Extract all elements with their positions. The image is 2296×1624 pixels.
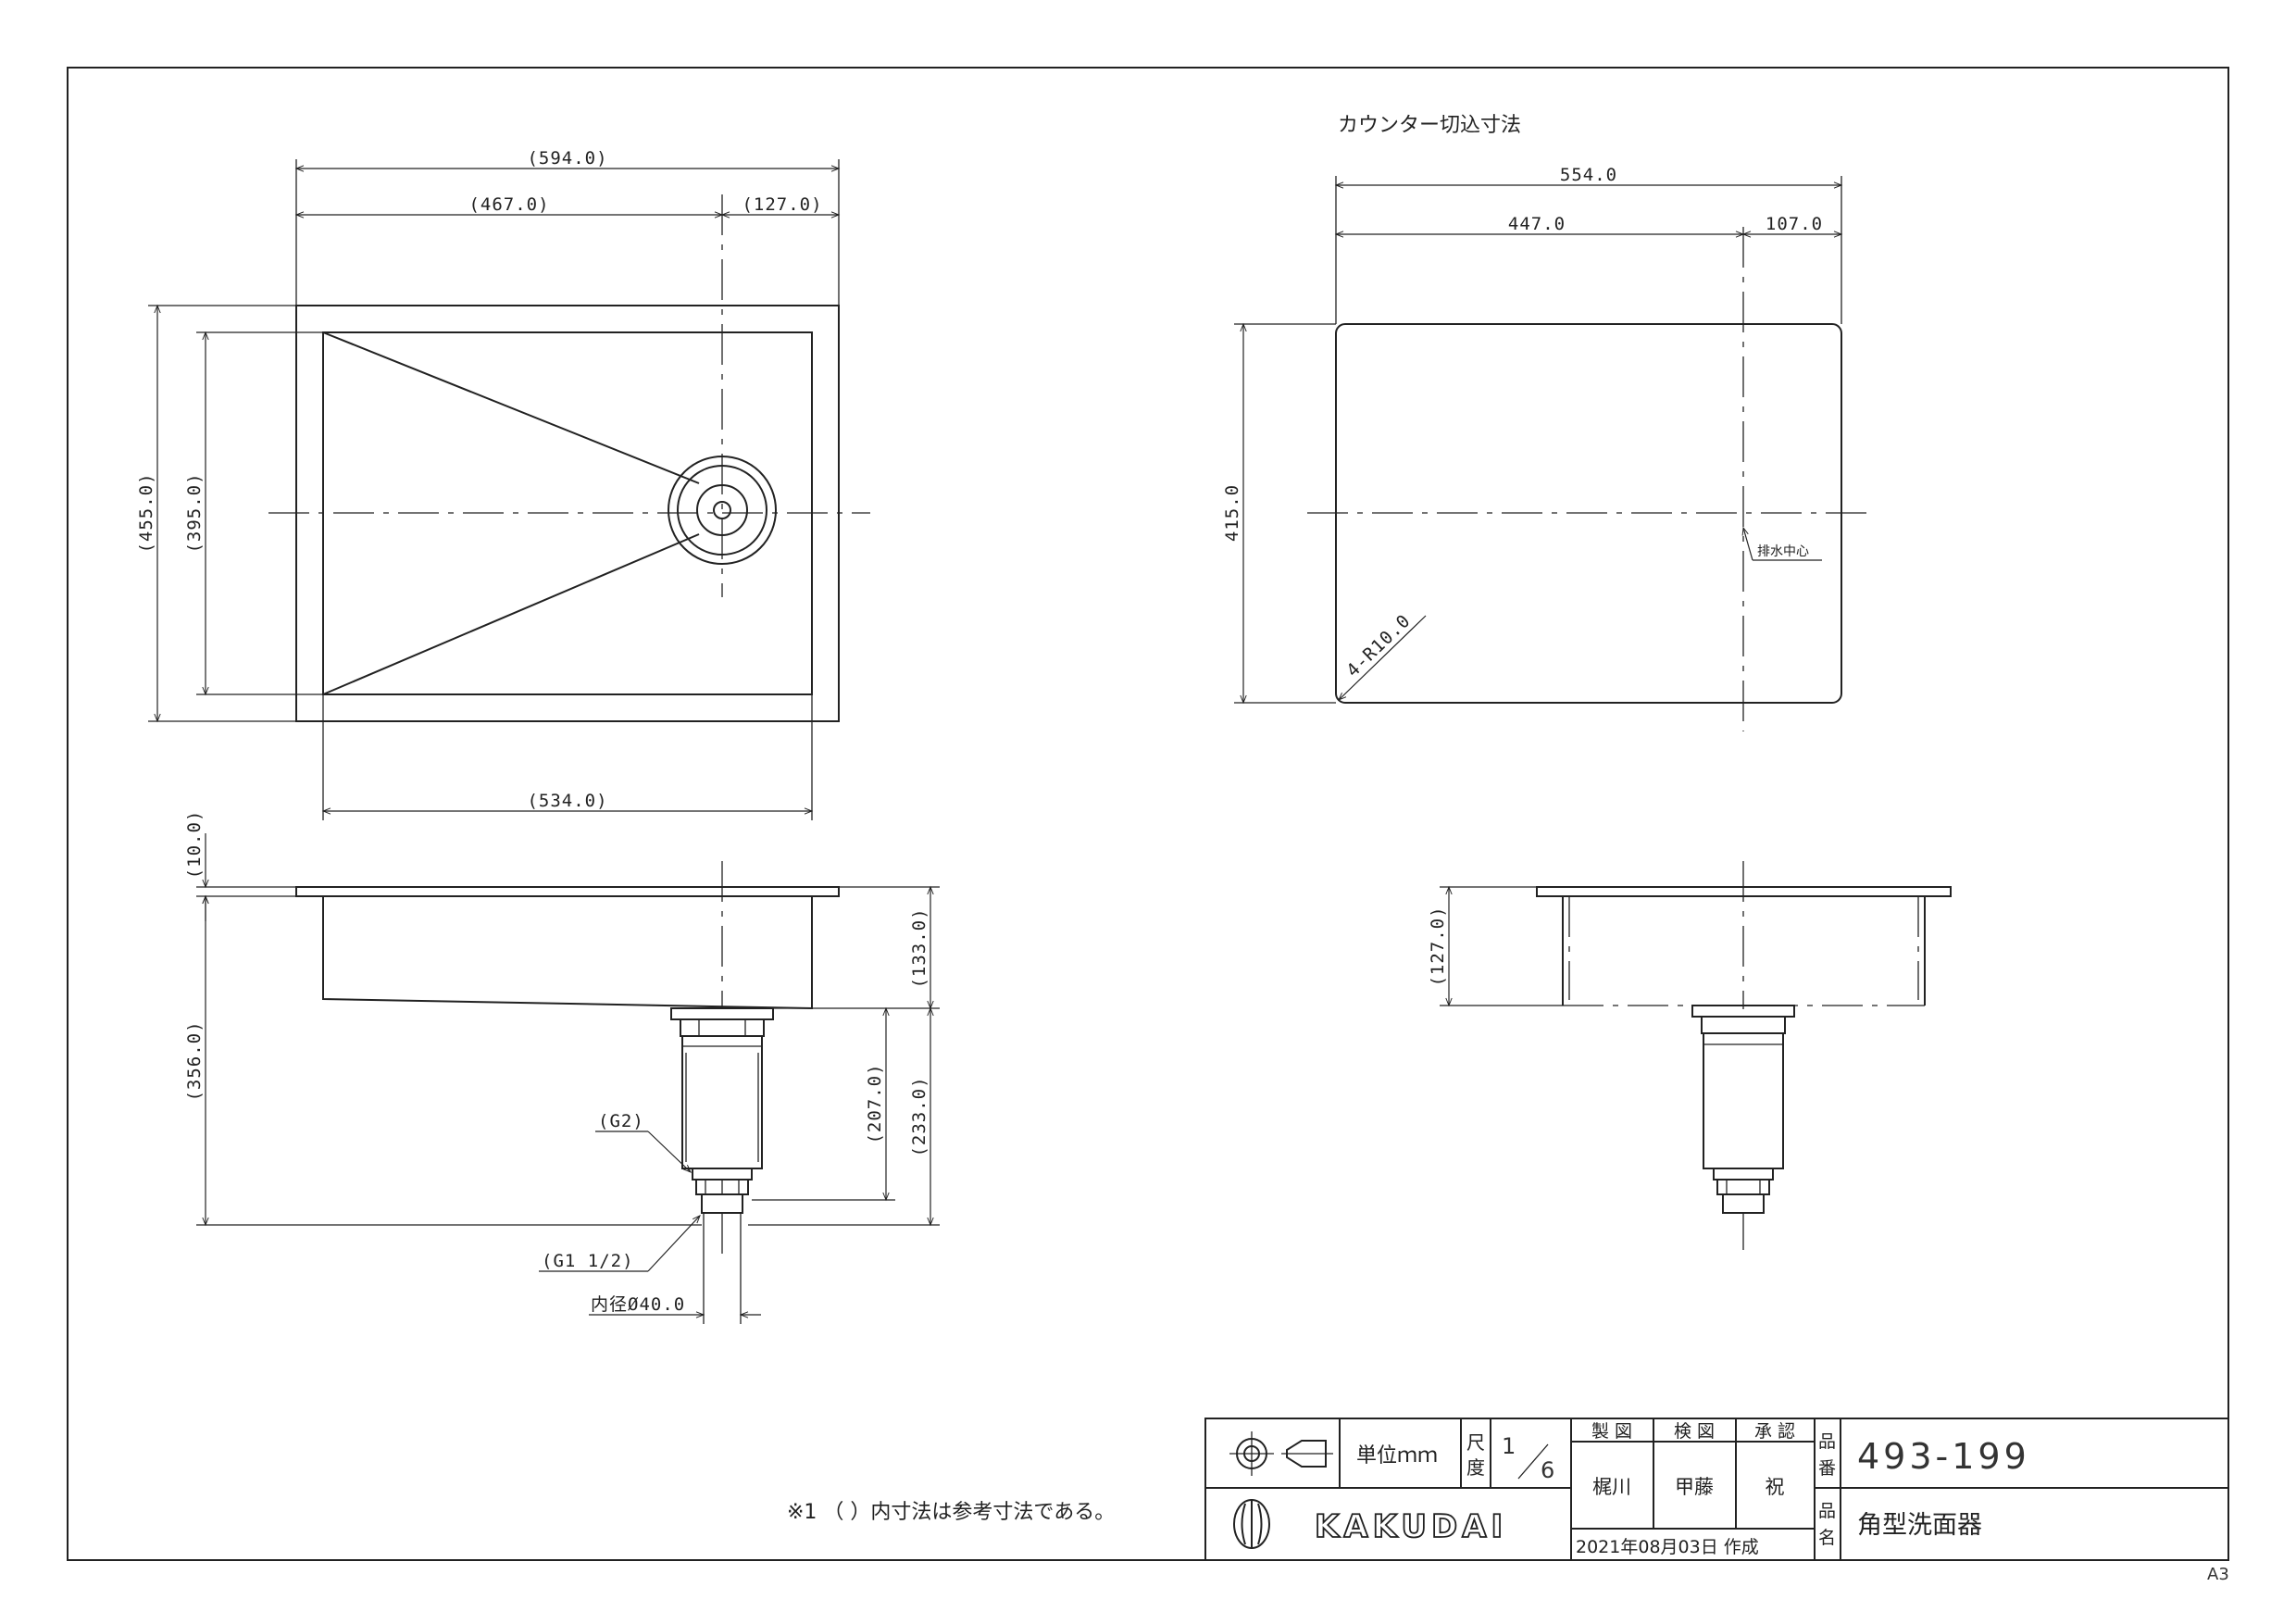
brand-name: KAKUDAI bbox=[1315, 1508, 1507, 1545]
scale-numerator: 1 bbox=[1502, 1433, 1516, 1459]
kakudai-logo-icon bbox=[1233, 1499, 1270, 1549]
dim-233: (233.0) bbox=[909, 1076, 930, 1156]
dim-467: (467.0) bbox=[468, 194, 549, 215]
dim-10: (10.0) bbox=[184, 810, 205, 880]
part-name-label-1: 品 bbox=[1818, 1501, 1836, 1521]
dim-395: (395.0) bbox=[184, 472, 205, 553]
scale-label-2: 度 bbox=[1466, 1456, 1485, 1479]
dim-corner-radius: 4-R10.0 bbox=[1342, 610, 1415, 681]
part-no-label-1: 品 bbox=[1818, 1431, 1836, 1452]
part-no-label-2: 番 bbox=[1818, 1458, 1836, 1479]
dim-415: 415.0 bbox=[1222, 484, 1242, 542]
dim-554: 554.0 bbox=[1560, 165, 1617, 185]
dim-447: 447.0 bbox=[1508, 214, 1566, 234]
creation-date: 2021年08月03日 作成 bbox=[1576, 1537, 1759, 1557]
drain-center-label: 排水中心 bbox=[1757, 544, 1809, 559]
sheet-size: A3 bbox=[2207, 1565, 2229, 1584]
part-name-label-2: 名 bbox=[1818, 1528, 1836, 1548]
approved-header: 承 認 bbox=[1754, 1421, 1795, 1442]
scale-label-1: 尺 bbox=[1466, 1431, 1485, 1454]
cutout-view: カウンター切込寸法 554.0 447.0 107.0 415.0 4-R10.… bbox=[1222, 114, 1870, 731]
third-angle-projection-icon bbox=[1229, 1431, 1333, 1476]
dim-356: (356.0) bbox=[184, 1020, 205, 1101]
dim-107: 107.0 bbox=[1766, 214, 1823, 234]
top-view: (594.0) (467.0) (127.0) (455.0) (395.0) … bbox=[136, 148, 870, 820]
reference-note: ※1 （ ）内寸法は参考寸法である。 bbox=[787, 1501, 1115, 1524]
dim-207: (207.0) bbox=[865, 1063, 885, 1143]
cutout-title: カウンター切込寸法 bbox=[1338, 114, 1521, 137]
side-flange bbox=[295, 886, 840, 897]
sheet-border bbox=[67, 67, 2229, 1561]
dim-534: (534.0) bbox=[527, 791, 607, 811]
part-name: 角型洗面器 bbox=[1857, 1511, 1982, 1540]
side-view: (10.0) (356.0) (133.0) (207.0) (233.0) (… bbox=[184, 810, 940, 1324]
dim-127-front: (127.0) bbox=[1428, 906, 1448, 986]
checked-by: 甲藤 bbox=[1675, 1476, 1714, 1498]
checked-header: 検 図 bbox=[1674, 1421, 1715, 1442]
dim-133: (133.0) bbox=[909, 907, 930, 988]
label-g1-half: (G1 1/2) bbox=[542, 1251, 634, 1271]
scale-denominator: 6 bbox=[1541, 1457, 1554, 1483]
front-view: (127.0) bbox=[1428, 861, 1952, 1250]
dim-455: (455.0) bbox=[136, 472, 156, 553]
dim-inner-diameter: 内径Ø40.0 bbox=[591, 1294, 685, 1315]
made-by: 梶川 bbox=[1592, 1476, 1631, 1498]
dim-594: (594.0) bbox=[527, 148, 607, 169]
approved-by: 祝 bbox=[1766, 1476, 1785, 1498]
label-g2: (G2) bbox=[598, 1111, 644, 1131]
dim-127-top: (127.0) bbox=[742, 194, 822, 215]
part-number: 493-199 bbox=[1857, 1436, 2030, 1477]
unit-label: 単位ｍｍ bbox=[1356, 1444, 1438, 1468]
title-block: 単位ｍｍ 尺 度 1 6 製 図 検 図 承 認 梶川 甲藤 祝 品 番 493… bbox=[1204, 1418, 2229, 1561]
made-header: 製 図 bbox=[1591, 1421, 1632, 1442]
